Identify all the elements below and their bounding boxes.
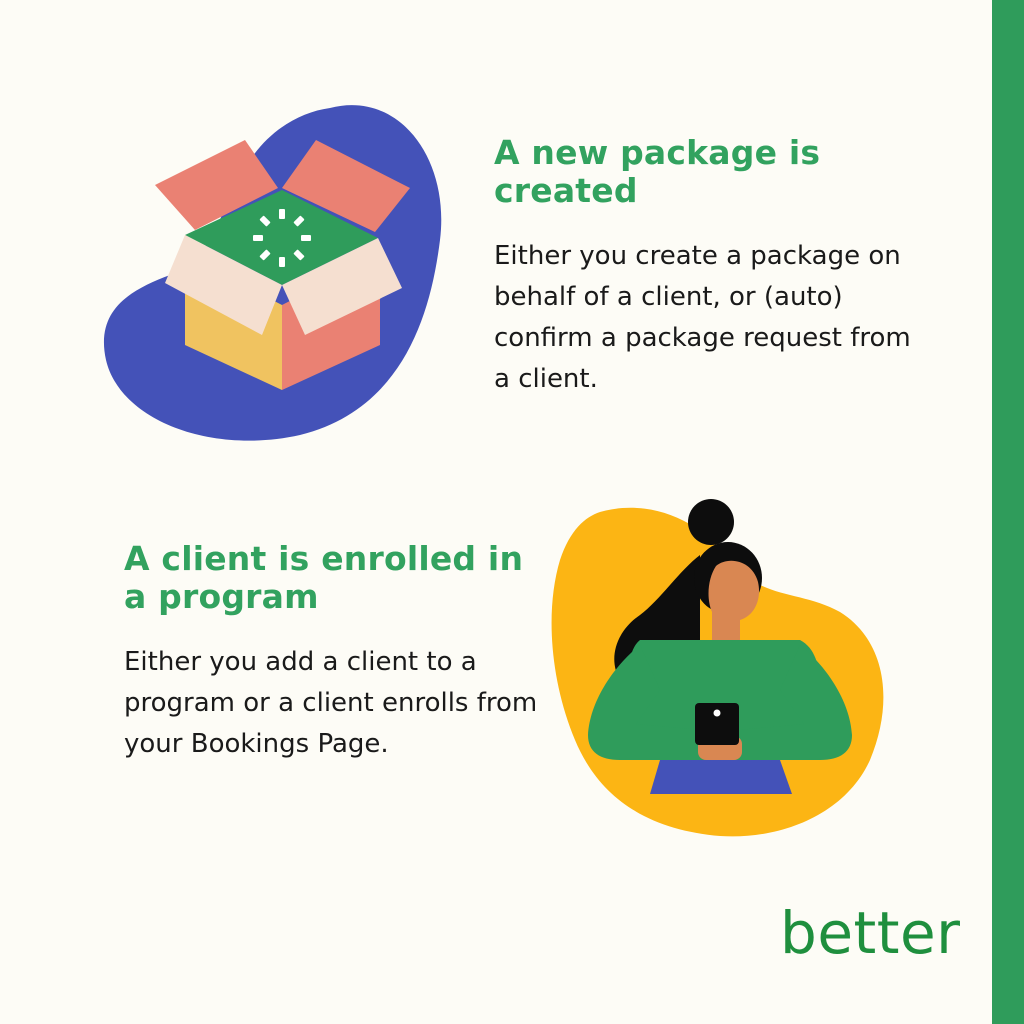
woman-with-phone-icon [551,499,884,837]
loading-spinner-icon [253,209,311,267]
right-accent-bar [992,0,1024,1024]
hair-bun [688,499,734,545]
better-logo: better [780,899,961,967]
phone-camera [713,709,721,717]
box-front-left-flap [165,235,282,335]
open-package-icon [103,105,442,441]
package-heading: A new package is created [494,133,821,210]
left-arm [588,645,702,760]
phone [695,703,739,745]
package-description: Either you create a package on behalf of… [494,241,911,394]
lap [650,760,792,794]
program-description: Either you add a client to a program or … [124,647,538,759]
right-arm [738,645,852,760]
box-back-right-flap [282,140,410,232]
box-front-right-flap [282,238,402,335]
box-interior [185,190,378,285]
program-heading: A client is enrolled in a program [124,539,524,616]
box-back-left-flap [155,140,278,230]
